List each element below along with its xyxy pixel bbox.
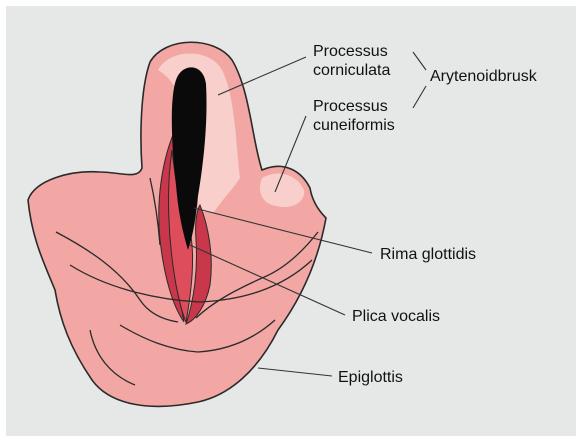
- label-processus-corniculata: Processus corniculata: [313, 42, 390, 80]
- label-arytenoidbrusk: Arytenoidbrusk: [430, 67, 537, 86]
- label-processus-corniculata-line2: corniculata: [313, 61, 390, 80]
- label-epiglottis: Epiglottis: [338, 368, 403, 387]
- label-rima-glottidis: Rima glottidis: [380, 245, 476, 264]
- label-processus-corniculata-line1: Processus: [313, 42, 390, 61]
- label-processus-cuneiformis-line2: cuneiformis: [313, 116, 395, 135]
- label-plica-vocalis: Plica vocalis: [352, 307, 440, 326]
- label-processus-cuneiformis-line1: Processus: [313, 97, 395, 116]
- label-processus-cuneiformis: Processus cuneiformis: [313, 97, 395, 135]
